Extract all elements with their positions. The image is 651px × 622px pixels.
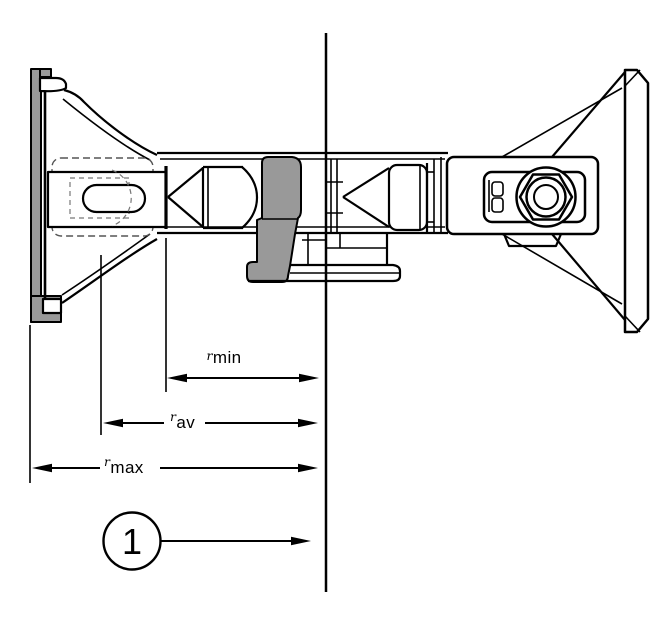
left-nozzle bbox=[164, 165, 259, 230]
dim-r-min: rmin bbox=[167, 348, 319, 383]
slider-inner-dashed bbox=[69, 177, 130, 219]
callout-1-number: 1 bbox=[122, 521, 142, 562]
right-end-plate bbox=[623, 68, 650, 334]
svg-text:rmin: rmin bbox=[207, 348, 242, 367]
left-nozzle-dome bbox=[241, 166, 259, 229]
stem-and-base-flange bbox=[248, 233, 402, 283]
right-nozzle-barrel bbox=[387, 163, 429, 232]
slot-hole bbox=[81, 183, 147, 214]
left-end-plate bbox=[30, 68, 68, 323]
dim-r-av: rav bbox=[103, 409, 318, 432]
callout-1-balloon bbox=[102, 511, 162, 571]
slider-block bbox=[46, 157, 168, 237]
svg-text:rmax: rmax bbox=[104, 454, 144, 477]
plate-top-lip bbox=[38, 76, 68, 93]
dim-r-max: rmax bbox=[32, 454, 318, 477]
retainer-slot-upper bbox=[491, 181, 504, 197]
callout-1: 1 bbox=[102, 511, 311, 571]
base-flange bbox=[248, 263, 402, 283]
right-bell bbox=[501, 71, 626, 321]
hex-nut bbox=[515, 166, 577, 228]
left-bell bbox=[61, 88, 158, 304]
svg-text:rav: rav bbox=[170, 409, 195, 432]
clamp-housing bbox=[445, 155, 600, 248]
retainer-slot-lower bbox=[491, 197, 504, 213]
right-nozzle bbox=[326, 157, 442, 234]
